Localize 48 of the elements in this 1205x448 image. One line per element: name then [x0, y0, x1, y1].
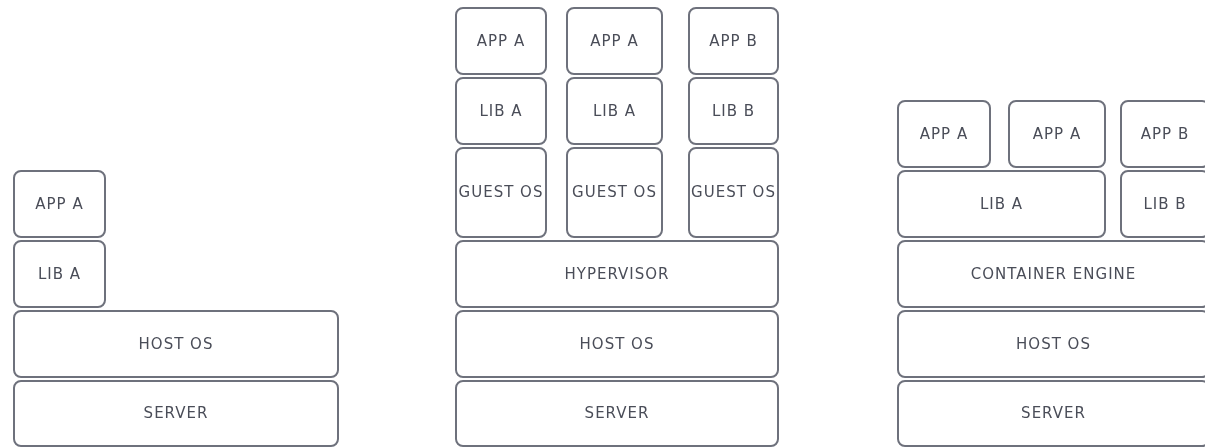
layer-box	[455, 147, 547, 238]
layer-label: SERVER	[143, 403, 209, 425]
layer-box	[13, 170, 106, 238]
layer-box	[455, 310, 779, 378]
layer-label: GUEST OS	[691, 182, 776, 204]
layer-box	[455, 380, 779, 447]
layer-label: GUEST OS	[458, 182, 544, 204]
layer-label: SERVER	[1021, 403, 1086, 425]
layer-box	[13, 240, 106, 308]
layer-label: APP A	[919, 123, 969, 145]
layer-box	[1120, 100, 1205, 168]
layer-box	[1120, 170, 1205, 238]
layer-label: LIB A	[37, 263, 82, 285]
layer-label: APP A	[1032, 123, 1082, 145]
layer-label: LIB A	[592, 100, 637, 122]
layer-label: APP A	[590, 30, 639, 52]
layer-label: APP B	[1140, 123, 1190, 145]
layer-label: APP A	[476, 30, 526, 52]
layer-box	[455, 240, 779, 308]
layer-box	[688, 7, 779, 75]
layer-label: HOST OS	[579, 333, 655, 355]
layer-label: LIB A	[979, 193, 1024, 215]
layer-label: HYPERVISOR	[564, 263, 670, 285]
layer-label: SERVER	[584, 403, 650, 425]
layer-box	[455, 77, 547, 145]
layer-box	[13, 310, 339, 378]
layer-box	[566, 147, 663, 238]
layer-label: GUEST OS	[572, 182, 657, 204]
layer-box	[897, 380, 1205, 447]
layer-box	[1008, 100, 1106, 168]
layer-label: LIB B	[1143, 193, 1187, 215]
layer-box	[13, 380, 339, 447]
layer-box	[688, 77, 779, 145]
layer-label: LIB B	[711, 100, 756, 122]
layer-box	[897, 170, 1106, 238]
layer-box	[897, 100, 991, 168]
layer-box	[897, 240, 1205, 308]
layer-label: APP B	[709, 30, 758, 52]
layer-box	[566, 7, 663, 75]
layer-label: LIB A	[479, 100, 523, 122]
layer-label: APP A	[35, 193, 84, 215]
layer-box	[566, 77, 663, 145]
layer-label: HOST OS	[1016, 333, 1091, 355]
layer-box	[455, 7, 547, 75]
layer-label: CONTAINER ENGINE	[970, 263, 1137, 285]
layer-label: HOST OS	[138, 333, 214, 355]
layer-box	[897, 310, 1205, 378]
layer-box	[688, 147, 779, 238]
